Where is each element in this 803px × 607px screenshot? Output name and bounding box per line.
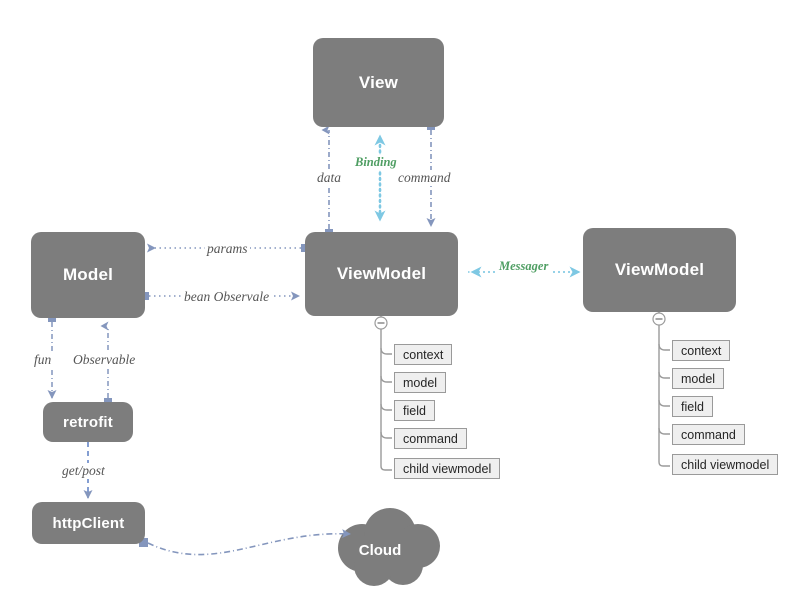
node-retrofit[interactable]: retrofit	[43, 402, 133, 442]
edge-label-binding: Binding	[353, 155, 399, 170]
property-box[interactable]: model	[672, 368, 725, 389]
property-box[interactable]: child viewmodel	[672, 454, 779, 475]
property-box[interactable]: child viewmodel	[394, 458, 501, 479]
node-model[interactable]: Model	[31, 232, 145, 318]
edge-label-data: data	[315, 170, 344, 186]
edge-label-observable: Observable	[71, 352, 138, 368]
node-httpclient-label: httpClient	[52, 514, 125, 532]
node-model-label: Model	[62, 265, 114, 284]
property-box[interactable]: command	[394, 428, 467, 449]
property-box[interactable]: command	[672, 424, 745, 445]
edge-label-messager: Messager	[497, 259, 551, 274]
tree-connector-right	[652, 312, 670, 467]
edge-label-bean-observale: bean Observale	[182, 289, 272, 305]
property-box[interactable]: model	[394, 372, 447, 393]
node-viewmodel-left-label: ViewModel	[336, 264, 427, 283]
edge-label-params: params	[205, 241, 250, 257]
property-box[interactable]: field	[672, 396, 713, 417]
edge-label-get-post: get/post	[60, 463, 107, 479]
edge-httpclient-cloud	[139, 529, 351, 556]
edge-label-fun: fun	[32, 352, 54, 368]
node-view-label: View	[358, 72, 399, 92]
node-viewmodel-right-label: ViewModel	[614, 260, 705, 279]
node-retrofit-label: retrofit	[63, 413, 113, 431]
edge-label-command: command	[396, 170, 453, 186]
node-httpclient[interactable]: httpClient	[32, 502, 145, 544]
node-view[interactable]: View	[313, 38, 444, 127]
property-box[interactable]: field	[394, 400, 435, 421]
node-cloud-label: Cloud	[358, 542, 402, 559]
tree-connector-left	[374, 316, 392, 471]
node-viewmodel-right[interactable]: ViewModel	[583, 228, 736, 312]
property-box[interactable]: context	[394, 344, 453, 365]
node-viewmodel-left[interactable]: ViewModel	[305, 232, 458, 316]
property-box[interactable]: context	[672, 340, 731, 361]
